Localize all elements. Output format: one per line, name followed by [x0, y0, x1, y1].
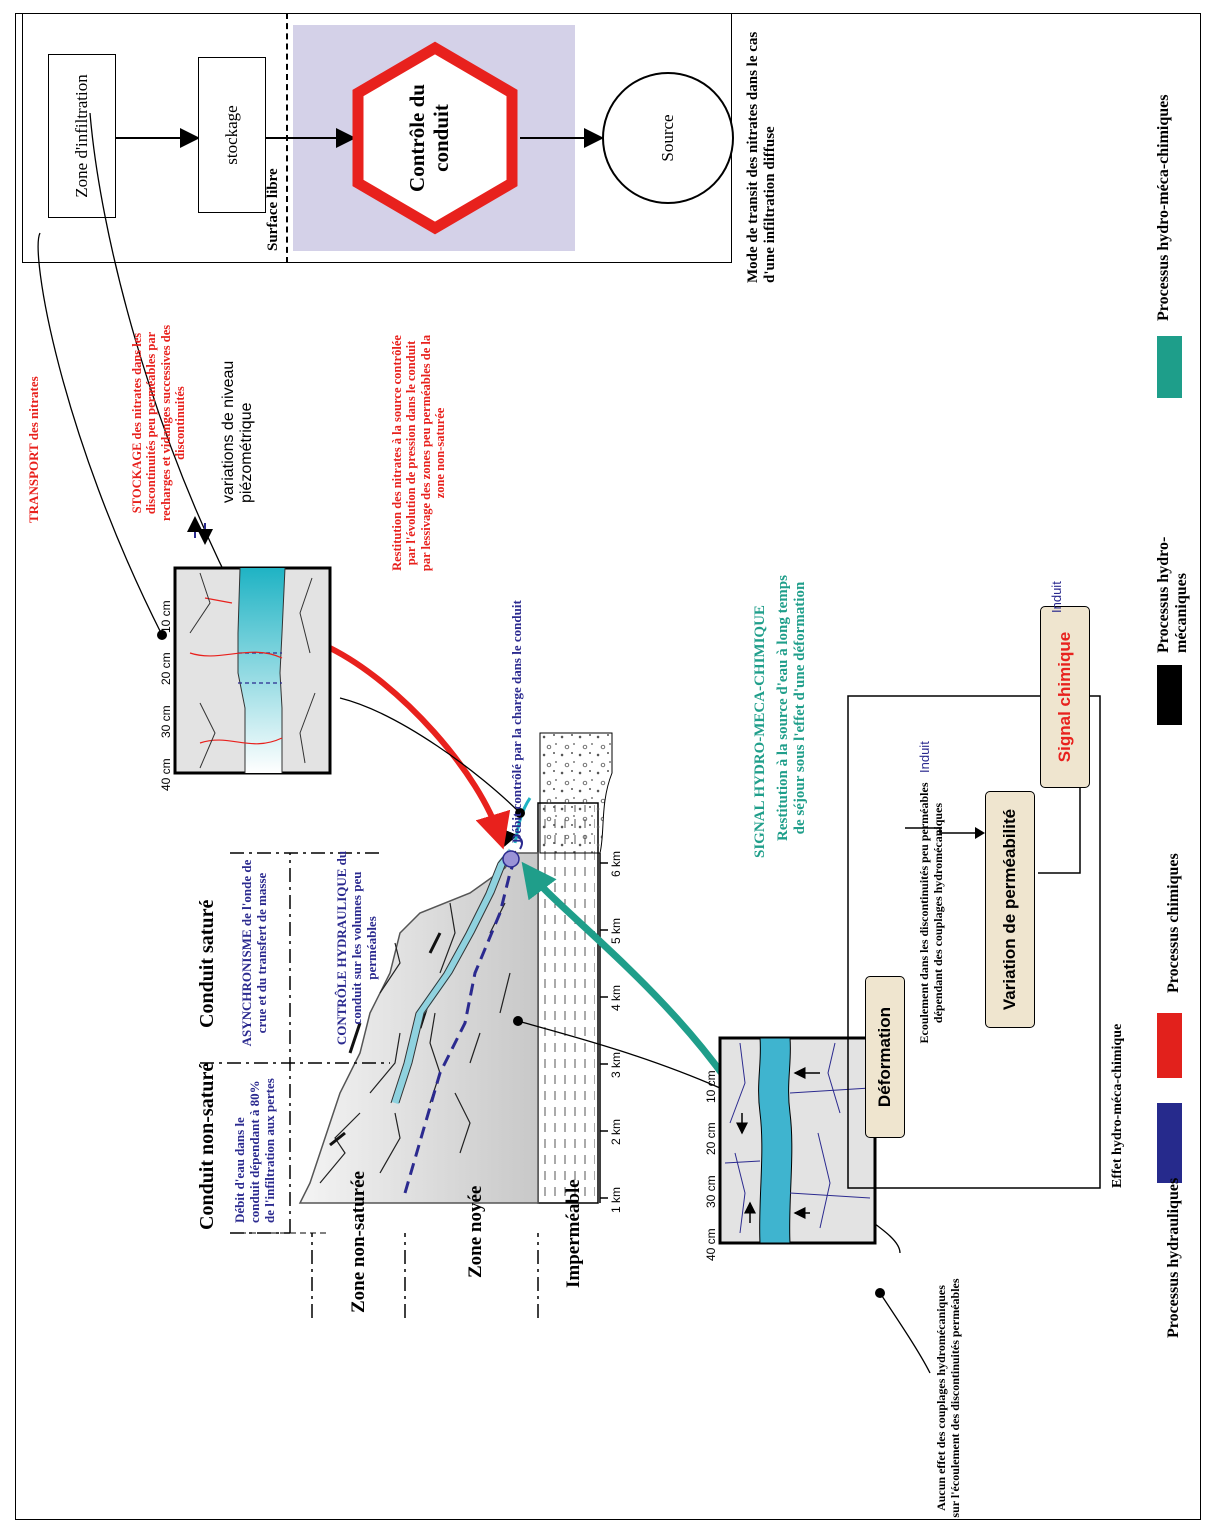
top-scale-40: 40 cm [159, 758, 173, 791]
induit-label-2: Induit [1049, 581, 1064, 613]
legend-label-chemical: Processus chimiques [1165, 853, 1182, 993]
connector-top-inset [339, 697, 521, 814]
legend-swatch-hydraulic [1157, 1103, 1182, 1183]
aucun-label: Aucun effet des couplages hydromécanique… [934, 1278, 962, 1518]
figure-frame [15, 13, 1201, 1520]
box-signal-chimique-label: Signal chimique [1055, 631, 1074, 763]
spring-outflow [513, 797, 532, 844]
km-label-5: 5 km [609, 917, 623, 944]
spring-point [502, 850, 520, 868]
effect-caption: Effet hydro-méca-chimique [1110, 1023, 1125, 1188]
control-hexagon [352, 41, 518, 235]
gravel-deposit [539, 732, 613, 854]
conduit-non-sature-title: Conduit non-saturé [196, 1062, 218, 1230]
asynchronism-label: ASYNCHRONISME de l'onde de crue et du tr… [239, 859, 269, 1047]
conduit-non-sature-note: Débit d'eau dans le conduit dépendant à … [232, 1078, 277, 1223]
piezo-arrows [187, 516, 213, 545]
restitution-label: Restitution des nitrates à la source con… [390, 334, 448, 572]
debit-label: Débit contrôlé par la charge dans le con… [509, 600, 524, 843]
fractures [319, 902, 511, 1184]
bottom-scale-10: 10 cm [704, 1070, 718, 1103]
km-label-2: 2 km [609, 1118, 623, 1145]
transport-label: TRANSPORT des nitrates [26, 376, 41, 523]
connector-bottom-inset [517, 1020, 721, 1089]
legend-label-hydraulic: Processus hydrauliques [1165, 1177, 1182, 1338]
box-signal-chimique: Signal chimique [1040, 606, 1090, 788]
legend-swatch-chemical [1157, 1013, 1182, 1078]
hydraulic-control-label: CONTRÔLE HYDRAULIQUE du conduit sur les … [334, 850, 379, 1046]
bottom-rock-inset [718, 1036, 877, 1245]
top-rock-inset [173, 566, 332, 775]
legend-swatch-hydromech [1157, 665, 1182, 725]
top-scale-10: 10 cm [159, 600, 173, 633]
piezometric-line [403, 858, 517, 1194]
connector-aucun [879, 1292, 931, 1374]
source-circle [602, 72, 734, 204]
signal-title: SIGNAL HYDRO-MECA-CHIMIQUE [752, 605, 768, 858]
km-label-6: 6 km [609, 850, 623, 877]
red-restitution-arrow [328, 645, 511, 850]
box-variation-permeabilite: Variation de perméabilité [985, 791, 1035, 1028]
storage-label: STOCKAGE des nitrates dans les discontin… [130, 324, 188, 522]
top-scale-20: 20 cm [159, 652, 173, 685]
box-variation-permeabilite-label: Variation de perméabilité [1000, 808, 1019, 1011]
distance-ticks [599, 853, 608, 1203]
box-deformation: Déformation [865, 976, 905, 1138]
ecoulement-label: Ecoulement dans les discontinuités peu p… [917, 782, 945, 1044]
effect-frame [847, 695, 1101, 1189]
induit-label-1: Induit [917, 741, 932, 773]
zone-noyee: Zone noyée [465, 1185, 486, 1278]
impermeable-pattern [541, 805, 595, 1201]
piezo-label: variations de niveau piézométrique [220, 360, 256, 503]
box-deformation-label: Déformation [875, 1006, 894, 1108]
bottom-scale-30: 30 cm [704, 1175, 718, 1208]
connector-transport [37, 232, 163, 636]
bottom-scale-20: 20 cm [704, 1122, 718, 1155]
conduit-sature-title: Conduit saturé [196, 899, 218, 1028]
legend-label-hydromech: Processus hydro-mécaniques [1155, 536, 1191, 653]
km-label-4: 4 km [609, 984, 623, 1011]
legend-swatch-hydromechachem [1157, 336, 1182, 398]
signal-text: Restitution à la source d'eau à long tem… [775, 575, 809, 841]
km-label-1: 1 km [609, 1186, 623, 1213]
zone-non-saturee: Zone non-saturée [348, 1171, 369, 1313]
km-label-3: 3 km [609, 1051, 623, 1078]
zone-impermeable: Imperméable [563, 1179, 584, 1288]
bottom-scale-40: 40 cm [704, 1228, 718, 1261]
karst-conduit [391, 848, 516, 1105]
top-scale-30: 30 cm [159, 705, 173, 738]
legend-label-hydromechachem: Processus hydro-méca-chimiques [1155, 94, 1172, 321]
